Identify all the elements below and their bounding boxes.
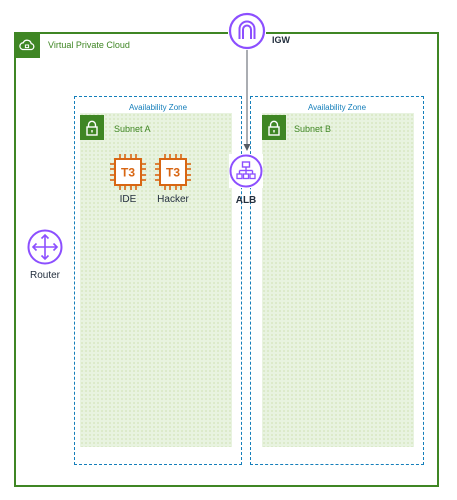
internet-gateway-icon <box>228 12 266 50</box>
lock-icon <box>80 115 104 140</box>
igw-label: IGW <box>272 35 290 45</box>
subnet-b-label: Subnet B <box>294 124 332 134</box>
availability-zone-a <box>74 96 242 465</box>
hacker-chip-text: T3 <box>166 166 180 180</box>
alb-label: ALB <box>235 195 257 206</box>
cloud-icon <box>14 32 40 58</box>
availability-zone-b-label: Availability Zone <box>307 103 367 112</box>
ide-label: IDE <box>119 194 137 205</box>
availability-zone-b <box>250 96 424 465</box>
vpc-container <box>14 32 439 487</box>
lock-icon <box>262 115 286 140</box>
subnet-b <box>262 113 414 447</box>
ide-chip-text: T3 <box>121 166 135 180</box>
router-label: Router <box>29 270 60 281</box>
subnet-a-label: Subnet A <box>114 124 151 134</box>
igw-to-alb-arrow <box>243 50 251 151</box>
ec2-instance-icon: T3 <box>155 154 191 190</box>
ec2-instance-icon: T3 <box>110 154 146 190</box>
availability-zone-a-label: Availability Zone <box>128 103 188 112</box>
hacker-label: Hacker <box>157 194 189 205</box>
load-balancer-icon <box>229 154 263 188</box>
router-icon <box>27 229 63 265</box>
vpc-label: Virtual Private Cloud <box>48 40 130 50</box>
